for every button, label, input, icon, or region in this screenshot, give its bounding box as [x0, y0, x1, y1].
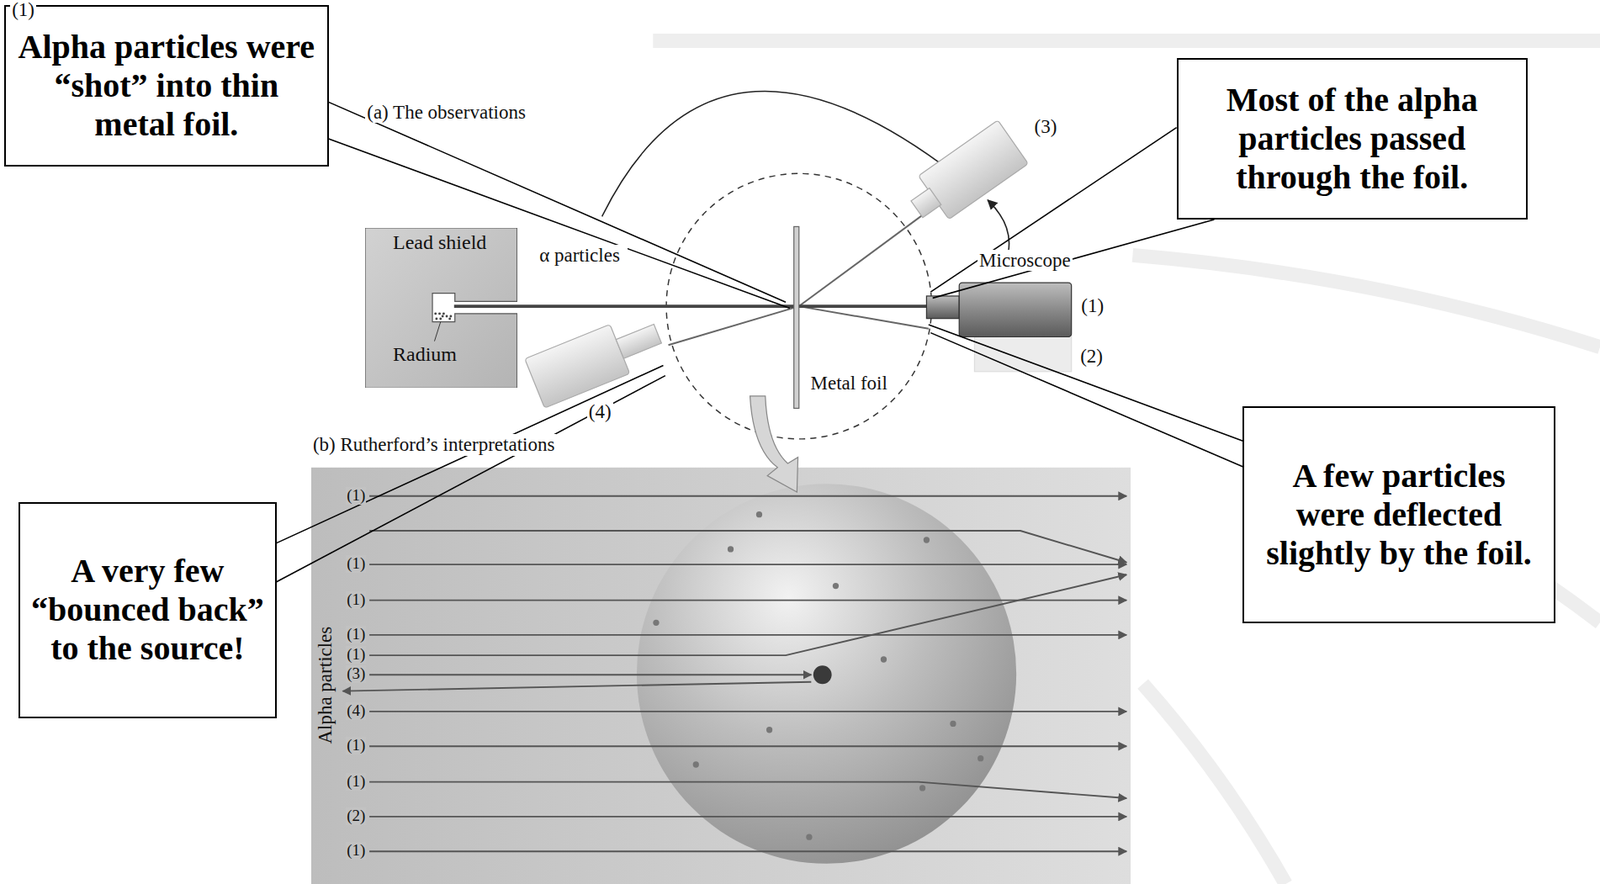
part-label: Microscope — [977, 249, 1073, 271]
path-number: (1) — [345, 625, 366, 644]
alpha-beam — [454, 304, 929, 308]
part-label: α particles — [531, 244, 628, 266]
nucleus — [813, 665, 832, 684]
part-label: (1) — [10, 0, 37, 22]
part-label: (2) — [1078, 345, 1105, 367]
path-number: (4) — [345, 702, 366, 721]
callout-text: A few particles were deflected slightly … — [1254, 456, 1543, 573]
part-label: (a) The observations — [365, 101, 528, 123]
source-label: Radium — [392, 343, 457, 366]
shield-label: Lead shield — [392, 231, 487, 255]
leader-lines — [276, 101, 1274, 582]
axis-label: Alpha particles — [314, 625, 336, 747]
detector-2 — [974, 334, 1071, 372]
part-label: (b) Rutherford’s interpretations — [311, 434, 557, 456]
part-label: Metal foil — [805, 372, 893, 394]
callout-text: Alpha particles were “shot” into thin me… — [15, 27, 318, 144]
callout-text: A very few “bounced back” to the source! — [30, 551, 265, 668]
interpretation-panel — [311, 467, 1131, 884]
part-label: (3) — [1033, 116, 1060, 138]
path-number: (1) — [345, 773, 366, 791]
path-number: (1) — [345, 555, 366, 573]
callout-box: A very few “bounced back” to the source! — [18, 502, 277, 719]
electrons — [652, 511, 984, 841]
detector-4 — [524, 308, 668, 408]
path-number: (1) — [345, 736, 366, 755]
path-number: (2) — [345, 807, 366, 826]
part-label: (4) — [587, 401, 614, 423]
callout-text: Most of the alpha particles passed throu… — [1188, 80, 1516, 197]
callout-box: A few particles were deflected slightly … — [1242, 406, 1555, 624]
metal-foil — [794, 226, 800, 408]
path-number: (3) — [345, 665, 366, 684]
atom-sphere — [636, 483, 1017, 864]
detector-3 — [901, 120, 1028, 232]
path-number: (1) — [345, 646, 366, 664]
zoom-arrow — [750, 396, 799, 493]
path-number: (1) — [345, 842, 366, 860]
path-number: (1) — [345, 591, 366, 610]
sweep-arc — [602, 91, 954, 218]
callout-box: Most of the alpha particles passed throu… — [1176, 58, 1528, 220]
callout-box: Alpha particles were “shot” into thin me… — [4, 5, 329, 167]
microscope-1 — [926, 282, 1071, 337]
path-number: (1) — [345, 487, 366, 505]
lead-shield: Lead shieldRadium — [365, 227, 518, 388]
alpha-paths — [343, 496, 1128, 852]
part-label: (1) — [1079, 295, 1106, 317]
